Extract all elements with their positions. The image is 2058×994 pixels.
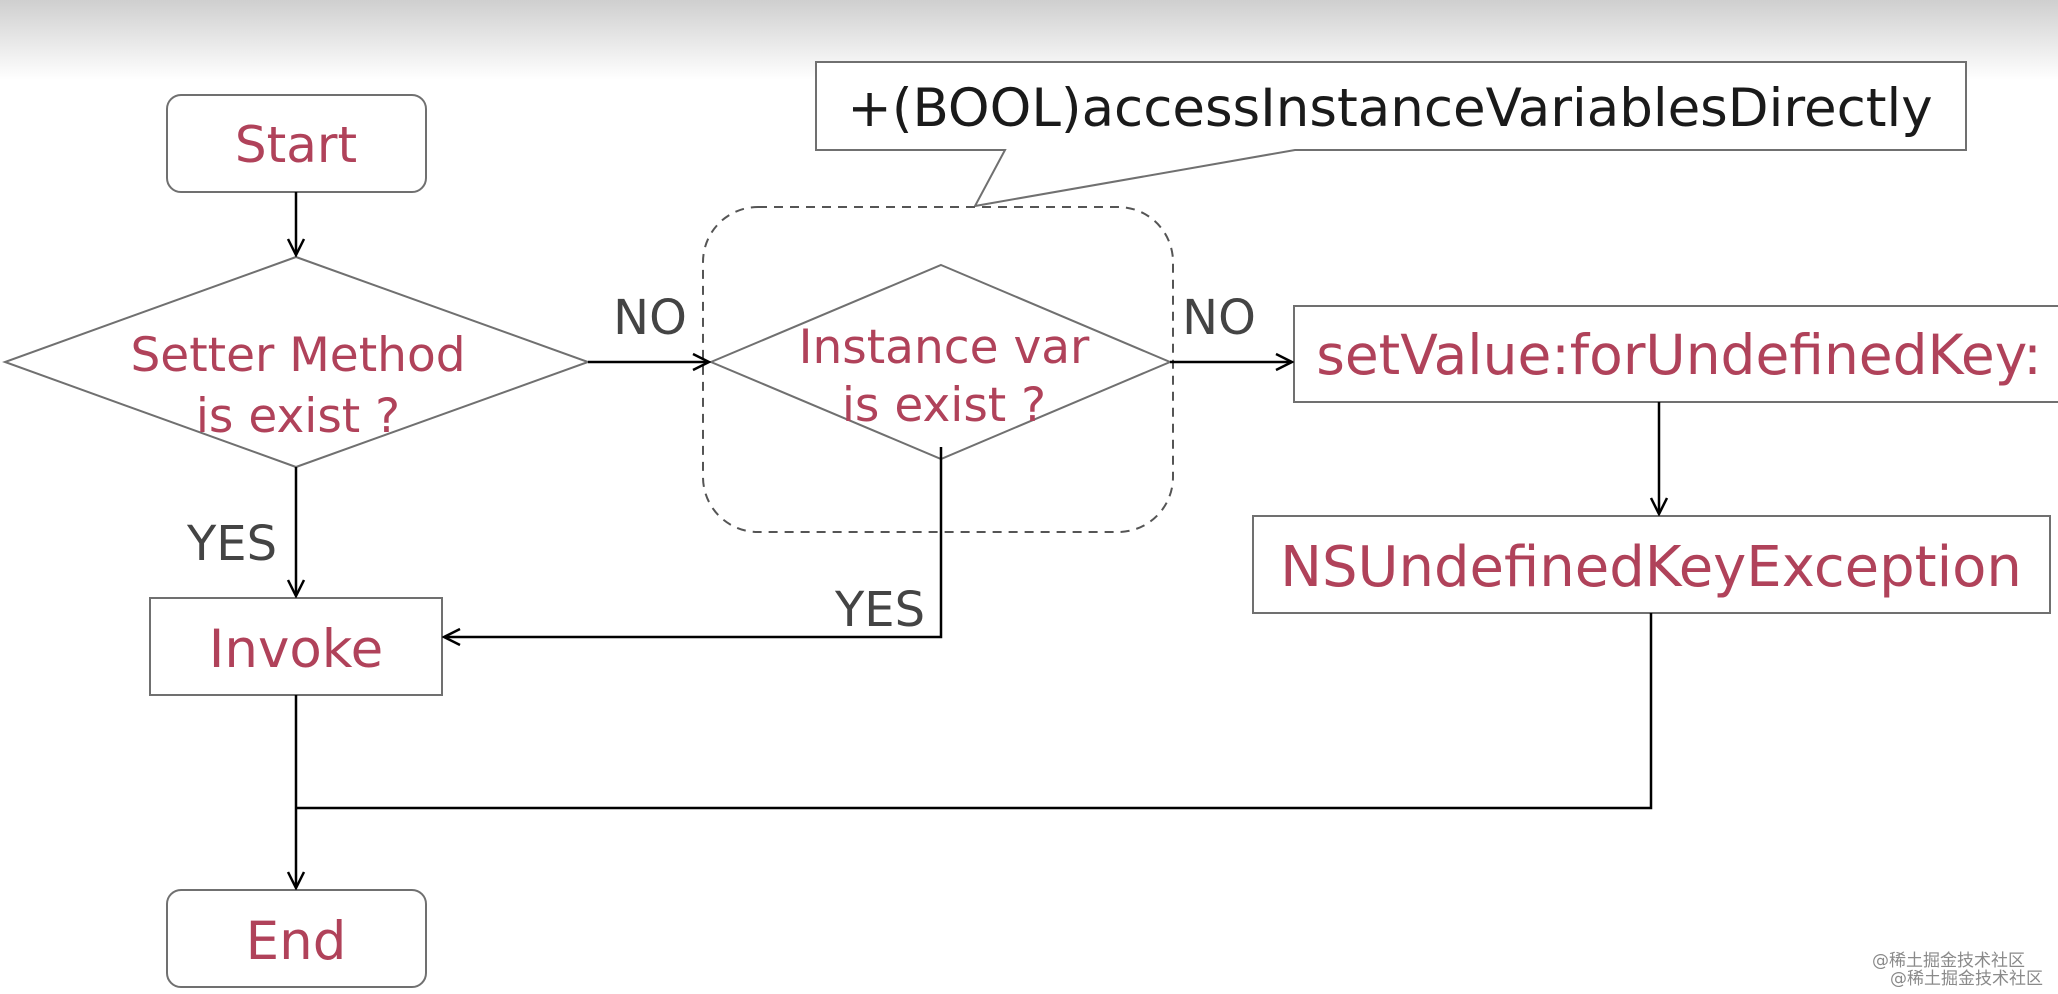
end-node bbox=[166, 889, 427, 988]
setter-decision-line1: Setter Method bbox=[130, 328, 465, 383]
label-setter-no: NO bbox=[613, 290, 687, 346]
ivar-decision-line1: Instance var bbox=[799, 320, 1090, 375]
callout-box bbox=[815, 61, 1967, 208]
label-ivar-yes: YES bbox=[834, 582, 925, 638]
exception-node bbox=[1252, 515, 2051, 614]
line-exception-merge bbox=[296, 613, 1653, 810]
undefined-key-label: setValue:forUndefinedKey: bbox=[1316, 323, 2042, 387]
exception-label: NSUndefinedKeyException bbox=[1280, 535, 2022, 600]
invoke-label: Invoke bbox=[209, 619, 383, 680]
watermark-line1: @稀土掘金技术社区 bbox=[1872, 951, 2025, 971]
end-label: End bbox=[246, 911, 347, 972]
start-label: Start bbox=[235, 116, 357, 174]
setter-decision-line2: is exist ? bbox=[196, 389, 400, 444]
label-setter-yes: YES bbox=[186, 516, 277, 572]
label-ivar-no: NO bbox=[1182, 290, 1256, 346]
undefined-key-node bbox=[1293, 305, 2058, 403]
ivar-decision-line2: is exist ? bbox=[842, 378, 1046, 433]
callout-text: +(BOOL)accessInstanceVariablesDirectly bbox=[847, 78, 1932, 139]
invoke-node bbox=[149, 597, 443, 696]
arrow-ivar-yes bbox=[444, 447, 943, 637]
watermark-line2: @稀土掘金技术社区 bbox=[1890, 969, 2043, 989]
